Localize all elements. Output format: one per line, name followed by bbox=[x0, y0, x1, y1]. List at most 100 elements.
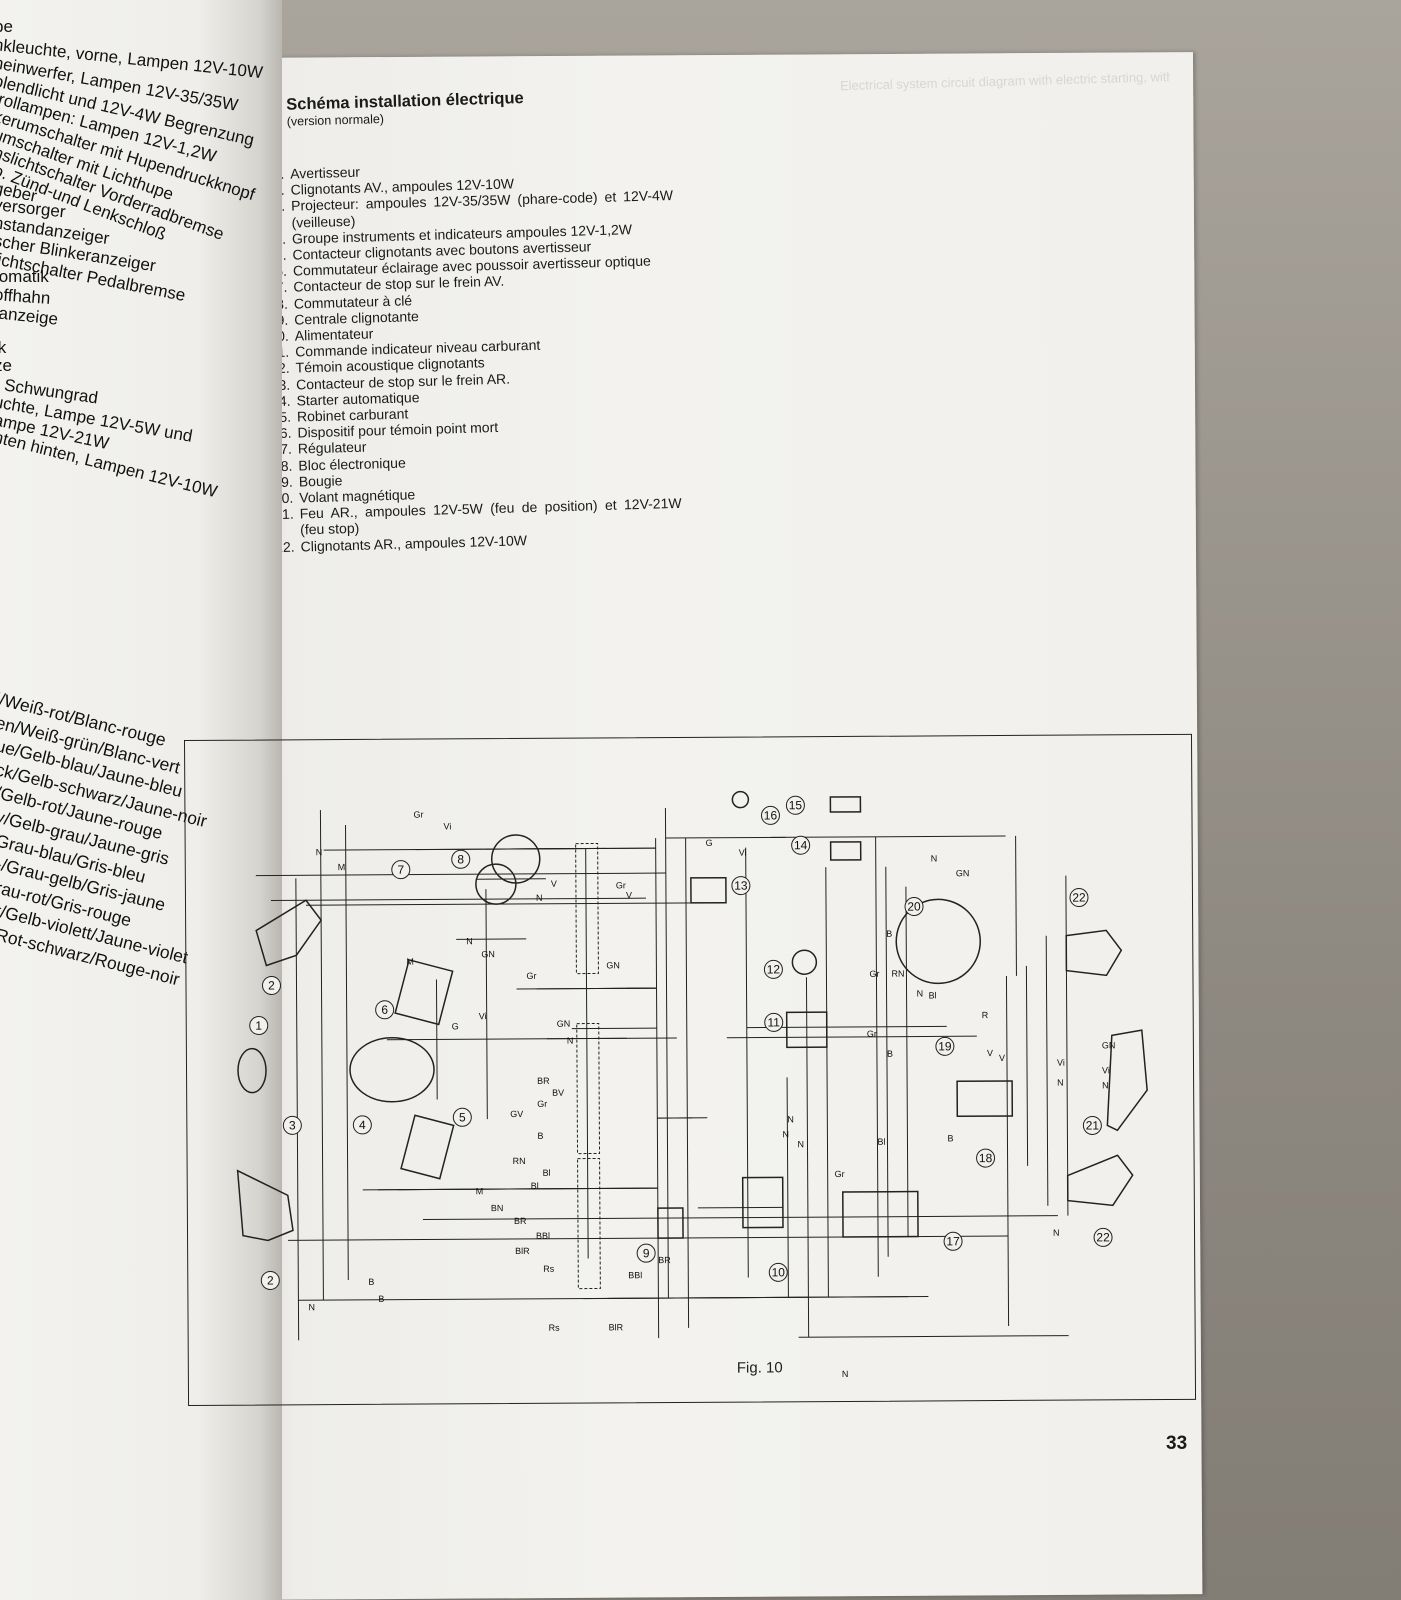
wire bbox=[306, 902, 707, 906]
wire-label: G bbox=[706, 838, 713, 848]
wire-label: BBl bbox=[628, 1270, 642, 1280]
component-number-badge bbox=[249, 1016, 269, 1036]
component-number: 5 bbox=[459, 1110, 466, 1124]
connector-block bbox=[576, 1022, 601, 1155]
wire-label: GN bbox=[481, 949, 495, 959]
component-number-badge bbox=[731, 876, 751, 896]
wire-label: BlR bbox=[515, 1246, 530, 1256]
wire-label: V bbox=[987, 1048, 993, 1058]
wire-label: GN bbox=[956, 868, 970, 878]
component-number-badge bbox=[904, 897, 924, 917]
stop-switch-rear bbox=[690, 876, 727, 904]
wire bbox=[485, 889, 488, 1120]
rear-turn-signal bbox=[1065, 929, 1123, 977]
component-number: 12 bbox=[767, 962, 781, 976]
wire-label: N bbox=[797, 1139, 804, 1149]
component-number-badge bbox=[785, 795, 805, 815]
component-number: 6 bbox=[381, 1003, 388, 1017]
component-number-badge bbox=[352, 1115, 372, 1135]
left-legend-line: ze bbox=[0, 356, 12, 376]
wire bbox=[798, 1335, 1069, 1338]
wire-label: Rs bbox=[549, 1323, 561, 1333]
component-number-badge bbox=[262, 975, 282, 995]
electronic-unit bbox=[956, 1080, 1014, 1118]
wire bbox=[875, 836, 879, 1277]
component-number: 7 bbox=[397, 863, 404, 877]
wire bbox=[435, 979, 438, 1100]
turn-switch bbox=[400, 1114, 455, 1180]
wire-label: V bbox=[551, 879, 557, 889]
wire-label: B bbox=[886, 929, 892, 939]
component-number-badge bbox=[636, 1243, 656, 1263]
figure-caption: Fig. 10 bbox=[736, 1359, 783, 1377]
wire bbox=[745, 847, 749, 1278]
component-number-badge bbox=[1082, 1115, 1102, 1135]
page-subtitle: (version normale) bbox=[286, 111, 385, 129]
wire-label: B bbox=[537, 1131, 543, 1141]
wire-label: N bbox=[316, 847, 323, 857]
wire-label: B bbox=[947, 1133, 953, 1143]
wire bbox=[805, 977, 810, 1338]
wire bbox=[585, 848, 589, 1259]
left-page-legend: penkleuchte, vorne, Lampen 12V-10Wheinwe… bbox=[0, 18, 282, 502]
component-number-badge bbox=[282, 1115, 302, 1135]
wire-label: N bbox=[308, 1302, 315, 1312]
fuel-tap bbox=[829, 796, 862, 813]
component-number: 2 bbox=[268, 978, 275, 992]
wire-label: Bl bbox=[531, 1181, 539, 1191]
wire bbox=[255, 872, 666, 877]
component-number: 8 bbox=[457, 852, 464, 866]
component-number: 2 bbox=[267, 1273, 274, 1287]
connector-block bbox=[577, 1157, 601, 1290]
wire-label: RN bbox=[513, 1156, 526, 1166]
key-switch bbox=[490, 834, 541, 884]
wire-label: N bbox=[466, 936, 473, 946]
component-number: 13 bbox=[734, 879, 748, 893]
component-number: 14 bbox=[794, 838, 808, 852]
component-number: 3 bbox=[289, 1118, 296, 1132]
magneto-flywheel bbox=[895, 898, 981, 985]
wire-label: V bbox=[626, 890, 632, 900]
component-number: 15 bbox=[789, 798, 803, 812]
wire-label: Bl bbox=[543, 1168, 551, 1178]
wire-label: N bbox=[536, 893, 543, 903]
wire-label: M bbox=[406, 957, 414, 967]
component-number: 16 bbox=[764, 808, 778, 822]
wire-label: Vi bbox=[1057, 1058, 1065, 1068]
component-number-badge bbox=[451, 849, 471, 869]
front-turn-signal bbox=[236, 1169, 294, 1242]
wire bbox=[270, 897, 646, 901]
component-number: 10 bbox=[772, 1265, 786, 1279]
light-switch bbox=[394, 958, 454, 1026]
wire-label: BBl bbox=[536, 1231, 550, 1241]
component-number: 9 bbox=[643, 1246, 650, 1260]
tail-light bbox=[1106, 1029, 1148, 1132]
wire bbox=[422, 1215, 1058, 1221]
wire bbox=[697, 1206, 783, 1209]
wire-label: B bbox=[368, 1277, 374, 1287]
front-turn-signal bbox=[255, 899, 323, 967]
component-number-badge bbox=[935, 1036, 955, 1056]
wire bbox=[726, 1035, 977, 1039]
component-number-badge bbox=[391, 860, 411, 880]
component-number: 18 bbox=[979, 1151, 993, 1165]
ignition-switch bbox=[475, 863, 517, 905]
wire bbox=[685, 837, 690, 1328]
component-number-badge bbox=[452, 1107, 472, 1127]
wire-label: V bbox=[999, 1053, 1005, 1063]
wire bbox=[295, 878, 300, 1341]
component-number-badge bbox=[1093, 1227, 1113, 1247]
component-number: 4 bbox=[359, 1118, 366, 1132]
wire bbox=[825, 867, 829, 1298]
wire-label: GN bbox=[606, 960, 620, 970]
wire bbox=[546, 1037, 657, 1040]
connector-block bbox=[575, 842, 599, 975]
wire bbox=[319, 810, 324, 1301]
regulator bbox=[842, 1190, 919, 1238]
wire bbox=[1015, 835, 1017, 976]
wire-label: BlR bbox=[609, 1322, 624, 1332]
wire bbox=[905, 886, 909, 1237]
left-page: penkleuchte, vorne, Lampen 12V-10Wheinwe… bbox=[0, 0, 282, 1600]
wire-label: GV bbox=[510, 1109, 523, 1119]
